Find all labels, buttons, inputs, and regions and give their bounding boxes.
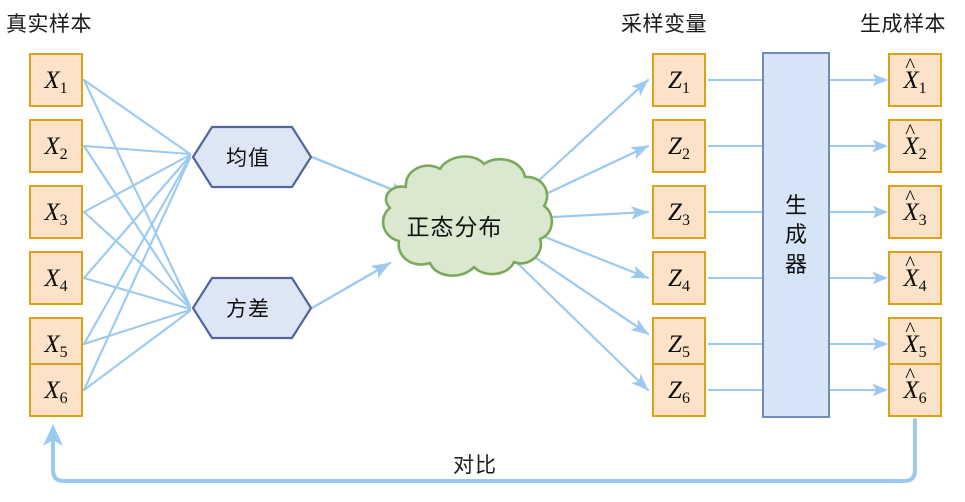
stage-generator-label: 生 成 器 <box>785 191 807 278</box>
hat-accent-4: ^ <box>905 250 916 275</box>
node-x5-base: X <box>44 330 60 358</box>
node-x1-sub: 1 <box>59 79 68 97</box>
node-x3-base: X <box>44 198 60 226</box>
node-z5-base: Z <box>668 330 682 358</box>
node-xhat6-sub: 6 <box>918 389 927 407</box>
stage-mean-label: 均值 <box>226 147 270 170</box>
node-z2-sub: 2 <box>681 145 690 163</box>
node-x1-base: X <box>44 66 60 94</box>
node-xhat2[interactable]: ^X2 <box>888 119 942 173</box>
node-z5-sub: 5 <box>681 343 690 361</box>
node-xhat1-sub: 1 <box>918 79 927 97</box>
node-z3[interactable]: Z3 <box>652 185 706 239</box>
node-xhat3-sub: 3 <box>918 211 927 229</box>
stage-variance[interactable]: 方差 <box>193 278 303 338</box>
node-z3-sub: 3 <box>681 211 690 229</box>
node-z4[interactable]: Z4 <box>652 251 706 305</box>
node-z1-sub: 1 <box>681 79 690 97</box>
node-x4-base: X <box>44 264 60 292</box>
node-z6-sub: 6 <box>681 389 690 407</box>
hat-accent-5: ^ <box>905 316 916 341</box>
node-x4[interactable]: X4 <box>29 251 83 305</box>
node-x2-base: X <box>44 132 60 160</box>
node-z2-base: Z <box>668 132 682 160</box>
hat-accent-2: ^ <box>905 118 916 143</box>
stage-generator-char-1: 生 <box>784 193 807 219</box>
stage-normal-distribution[interactable]: 正态分布 <box>362 172 547 277</box>
compare-label: 对比 <box>453 454 497 477</box>
hat-accent-1: ^ <box>905 52 916 77</box>
node-z6[interactable]: Z6 <box>652 363 706 417</box>
node-xhat5-sub: 5 <box>918 343 927 361</box>
node-x6-sub: 6 <box>59 389 68 407</box>
stage-mean[interactable]: 均值 <box>193 127 303 187</box>
node-z4-base: Z <box>668 264 682 292</box>
node-x2[interactable]: X2 <box>29 119 83 173</box>
node-x6[interactable]: X6 <box>29 363 83 417</box>
stage-generator[interactable]: 生 成 器 <box>762 52 830 418</box>
node-xhat4[interactable]: ^X4 <box>888 251 942 305</box>
node-xhat2-sub: 2 <box>918 145 927 163</box>
node-xhat6-base: X <box>903 376 919 404</box>
node-x3[interactable]: X3 <box>29 185 83 239</box>
node-z2[interactable]: Z2 <box>652 119 706 173</box>
node-xhat1-base: X <box>903 66 919 94</box>
node-z3-base: Z <box>668 198 682 226</box>
column-title-real-samples: 真实样本 <box>6 13 92 36</box>
node-x5-sub: 5 <box>59 343 68 361</box>
node-x2-sub: 2 <box>59 145 68 163</box>
stage-normal-distribution-label: 正态分布 <box>406 213 503 240</box>
column-title-sampled-variables: 采样变量 <box>621 13 707 36</box>
node-z6-base: Z <box>668 376 682 404</box>
node-x3-sub: 3 <box>59 211 68 229</box>
node-xhat3-base: X <box>903 198 919 226</box>
node-xhat4-base: X <box>903 264 919 292</box>
node-xhat3[interactable]: ^X3 <box>888 185 942 239</box>
node-xhat5-base: X <box>903 330 919 358</box>
stage-generator-char-3: 器 <box>784 251 807 277</box>
node-xhat5[interactable]: ^X5 <box>888 317 942 371</box>
stage-variance-label: 方差 <box>226 298 270 321</box>
node-z1-base: Z <box>668 66 682 94</box>
column-title-generated-samples: 生成样本 <box>860 13 946 36</box>
node-x1[interactable]: X1 <box>29 53 83 107</box>
node-x4-sub: 4 <box>59 277 68 295</box>
node-z1[interactable]: Z1 <box>652 53 706 107</box>
node-xhat6[interactable]: ^X6 <box>888 363 942 417</box>
node-xhat4-sub: 4 <box>918 277 927 295</box>
node-x6-base: X <box>44 376 60 404</box>
hat-accent-6: ^ <box>905 362 916 387</box>
hat-accent-3: ^ <box>905 184 916 209</box>
node-xhat1[interactable]: ^X1 <box>888 53 942 107</box>
stage-generator-char-2: 成 <box>784 222 807 248</box>
node-z4-sub: 4 <box>681 277 690 295</box>
node-xhat2-base: X <box>903 132 919 160</box>
